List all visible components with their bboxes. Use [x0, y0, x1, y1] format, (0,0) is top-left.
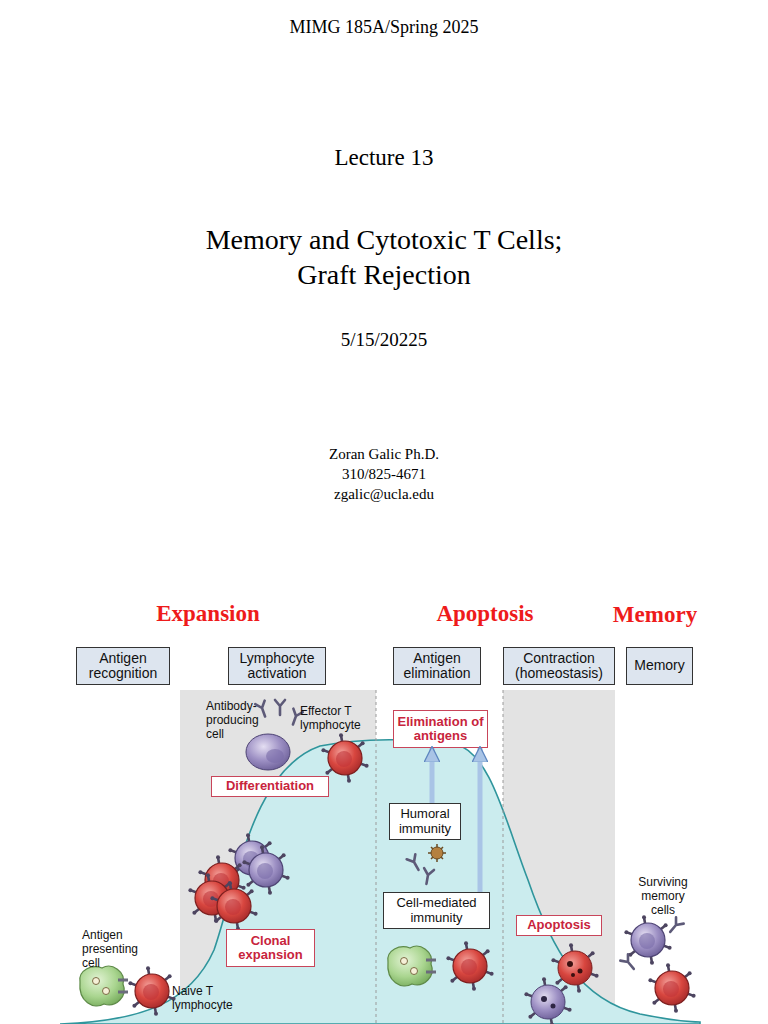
cell-label: Antigen presenting cell	[82, 929, 150, 970]
node-label: Clonal expansion	[230, 934, 311, 963]
phase-divider	[503, 690, 504, 1024]
apoptotic-cell	[551, 943, 598, 992]
phase-heading: Memory	[595, 602, 715, 628]
phase-box: Memory	[626, 647, 693, 685]
virus-particle	[428, 844, 446, 862]
apoptotic-cell	[524, 977, 571, 1024]
lecture-date: 5/15/20225	[184, 329, 584, 351]
node-label: Apoptosis	[527, 918, 591, 932]
response-curve	[60, 740, 700, 1024]
node-label: Cell-mediated immunity	[387, 896, 486, 925]
antibody	[620, 954, 637, 972]
b-cell	[242, 845, 289, 894]
t-cell	[210, 881, 257, 930]
cell-label: Antibody-producing cell	[206, 700, 264, 741]
outcome-box: Elimination of antigens	[393, 710, 488, 748]
author-email: zgalic@ucla.edu	[234, 486, 534, 503]
outcome-box: Clonal expansion	[226, 929, 315, 967]
node-label: Differentiation	[226, 779, 314, 793]
outcome-box: Differentiation	[211, 776, 329, 797]
antibody	[666, 917, 683, 935]
antibody	[422, 868, 434, 885]
node-label: Lymphocyte activation	[232, 651, 322, 682]
arrow-connector	[430, 748, 435, 803]
antibody	[407, 854, 423, 872]
cell-label: Surviving memory cells	[630, 876, 696, 917]
arrow-connector	[478, 748, 483, 892]
phase-box: Contraction (homeostasis)	[503, 647, 615, 685]
process-box: Humoral immunity	[389, 803, 461, 840]
plasma-cell	[246, 734, 290, 770]
apc-cell	[388, 946, 436, 986]
memory-b-cell	[624, 915, 671, 964]
phase-box: Antigen elimination	[393, 647, 481, 685]
cell-label: Effector T lymphocyte	[300, 705, 376, 733]
phase-box: Lymphocyte activation	[228, 647, 326, 685]
node-label: Elimination of antigens	[397, 715, 484, 744]
t-cell	[446, 941, 493, 990]
phase-heading: Expansion	[128, 601, 288, 627]
node-label: Antigen elimination	[397, 651, 477, 682]
node-label: Memory	[634, 658, 685, 673]
slide-title: Memory and Cytotoxic T Cells; Graft Reje…	[174, 222, 594, 292]
phase-divider	[376, 690, 377, 1024]
cell-label: Naive T lymphocyte	[172, 985, 247, 1013]
outcome-box: Apoptosis	[516, 915, 602, 936]
phase-box: Antigen recognition	[76, 647, 170, 685]
author-phone: 310/825-4671	[234, 466, 534, 483]
author-name: Zoran Galic Ph.D.	[234, 446, 534, 463]
phase-heading: Apoptosis	[405, 601, 565, 627]
process-box: Cell-mediated immunity	[383, 892, 490, 929]
node-label: Antigen recognition	[80, 651, 166, 682]
apc-cell	[80, 966, 128, 1006]
lecture-number: Lecture 13	[184, 145, 584, 171]
antibody	[275, 700, 285, 715]
plasma-cell-nucleus	[266, 749, 284, 763]
node-label: Humoral immunity	[393, 807, 457, 836]
t-cell	[128, 966, 175, 1015]
node-label: Contraction (homeostasis)	[507, 651, 611, 682]
course-header: MIMG 185A/Spring 2025	[184, 17, 584, 38]
memory-t-cell	[648, 963, 695, 1012]
